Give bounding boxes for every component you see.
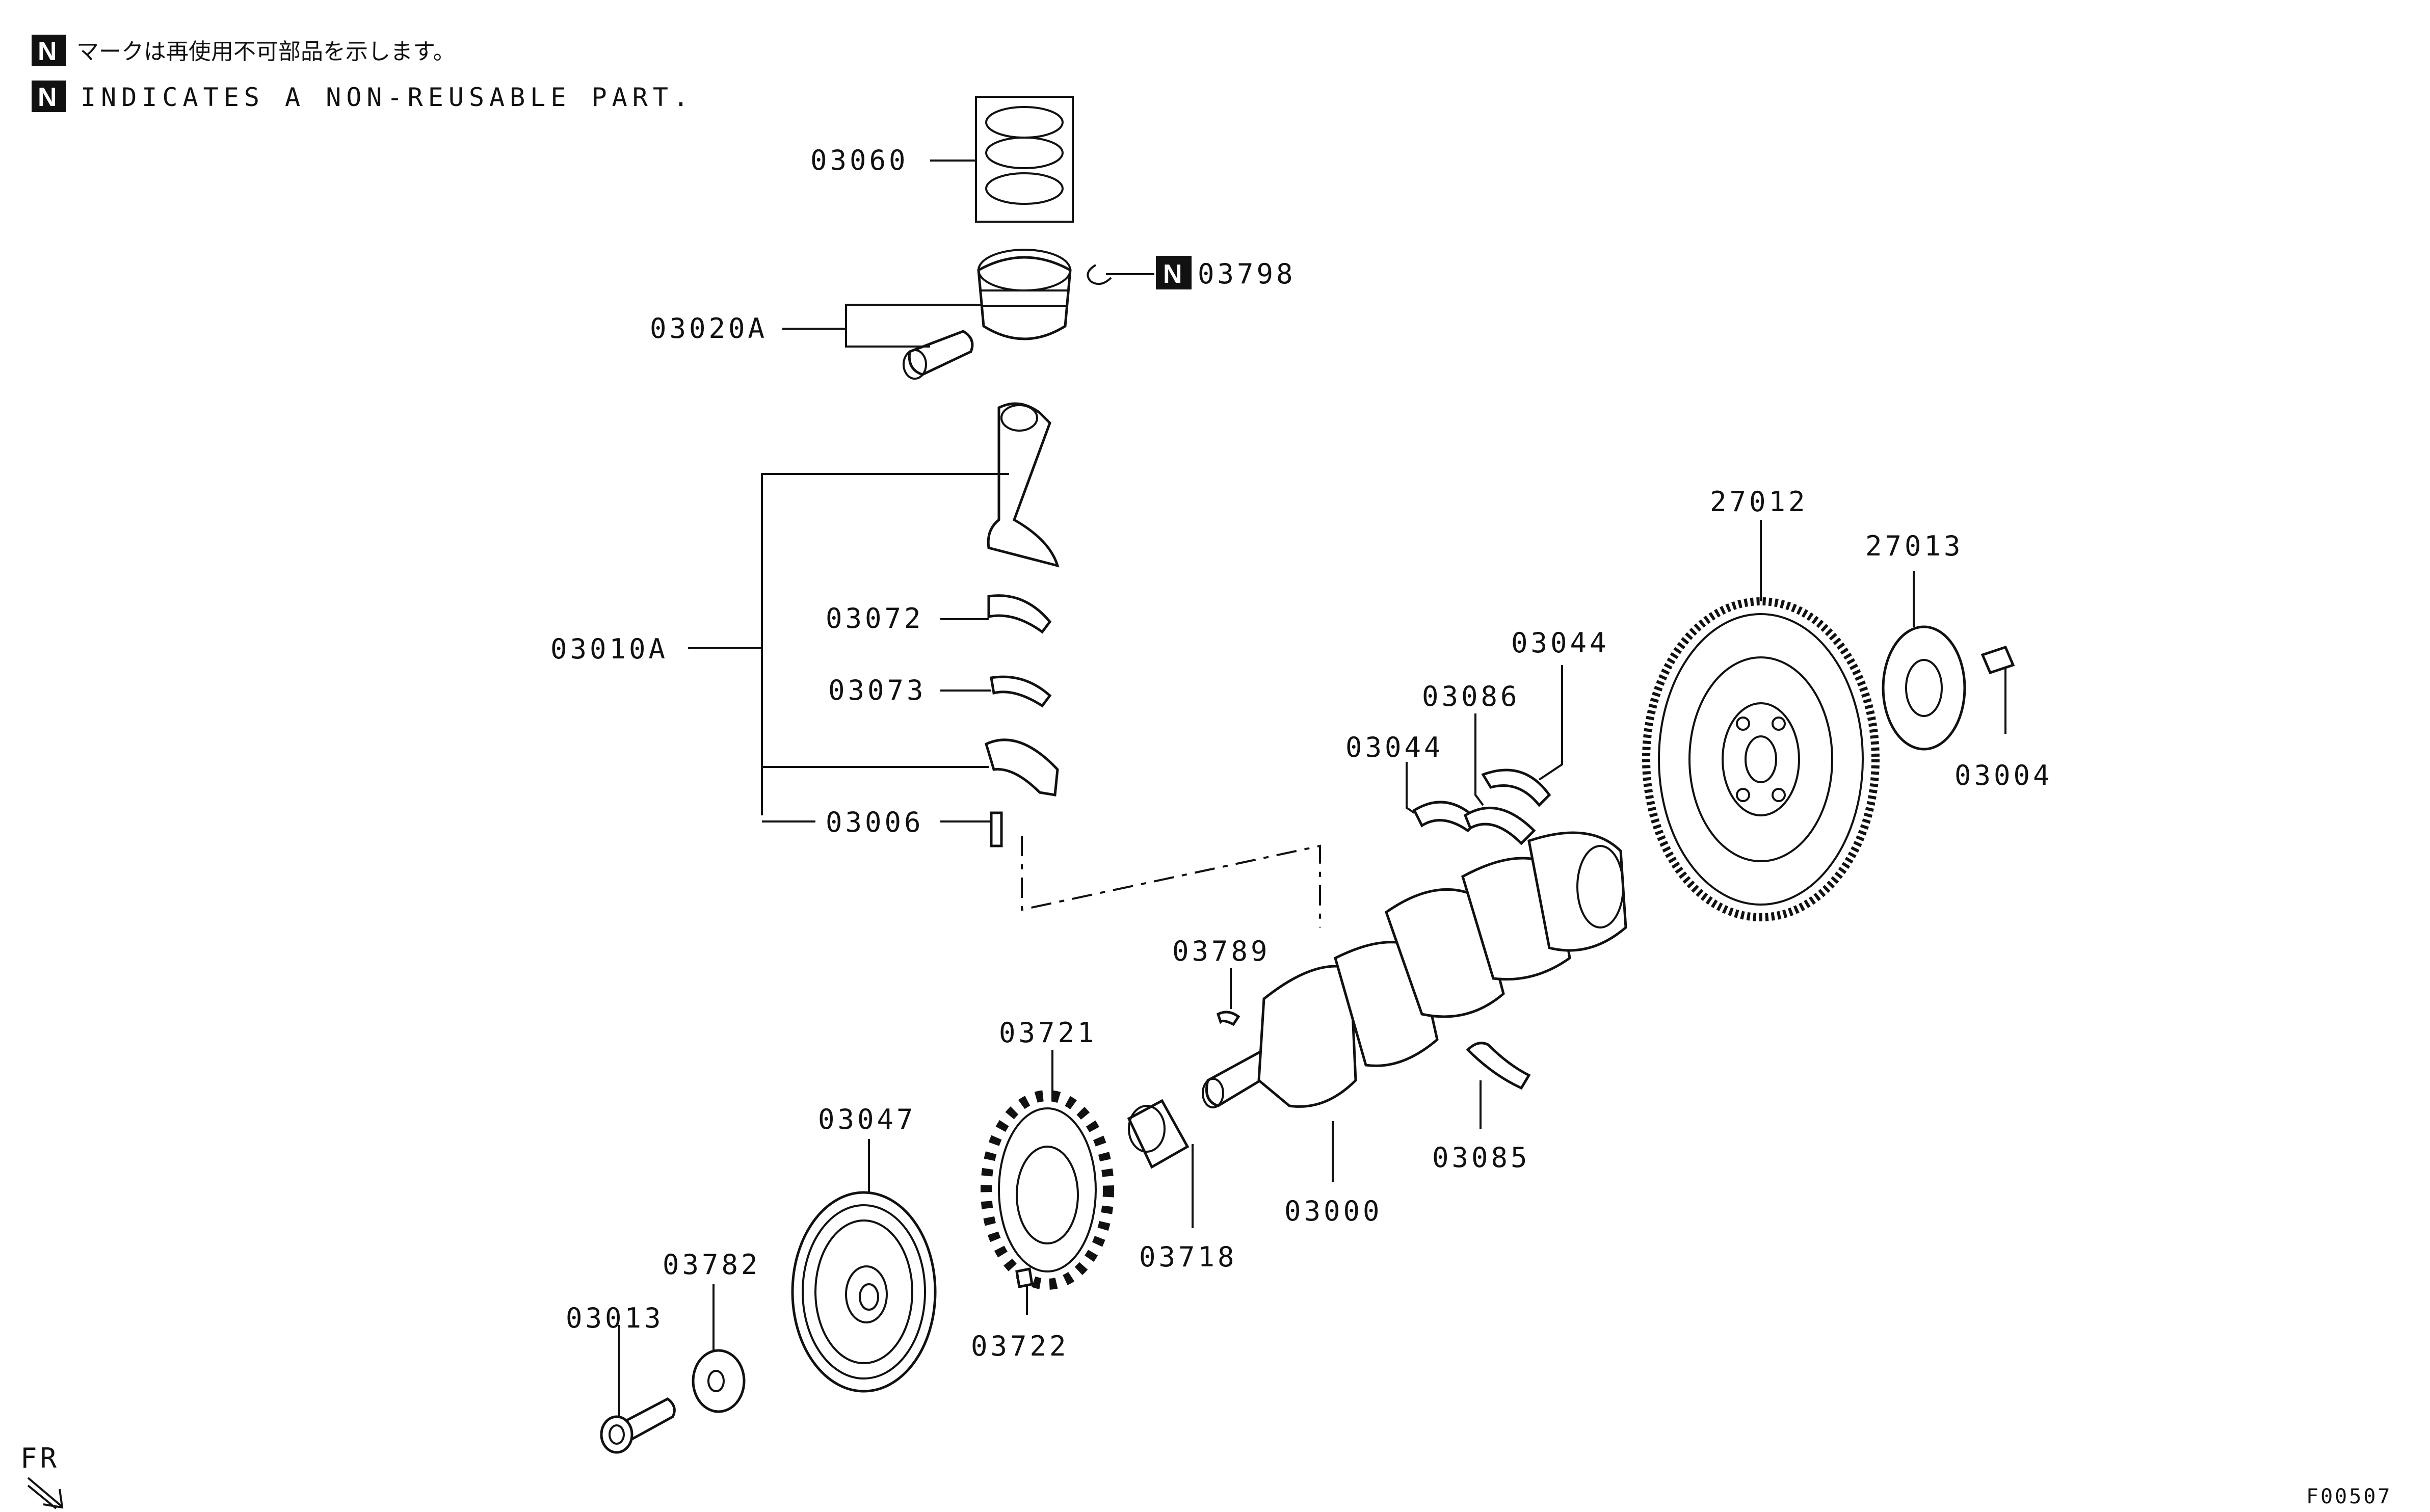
snap-ring-group[interactable]: N 03798 bbox=[1087, 256, 1296, 290]
legend-note-en: INDICATES A NON-REUSABLE PART. bbox=[81, 83, 694, 112]
legend-note-jp: マークは再使用不可部品を示します。 bbox=[76, 39, 456, 65]
label-03044-left: 03044 bbox=[1345, 731, 1444, 763]
legend-n-symbol-jp: N bbox=[38, 37, 57, 66]
legend: N マークは再使用不可部品を示します。 N INDICATES A NON-RE… bbox=[32, 35, 694, 112]
connecting-rod-group[interactable]: 03010A 03072 03073 03006 bbox=[550, 402, 1060, 847]
label-27012: 27012 bbox=[1710, 486, 1808, 518]
nonreusable-03798-symbol: N bbox=[1163, 259, 1182, 289]
label-03006: 03006 bbox=[826, 806, 924, 838]
pulley-group[interactable]: 03047 bbox=[791, 1103, 937, 1393]
label-03086: 03086 bbox=[1422, 680, 1520, 712]
washer-group[interactable]: 03782 bbox=[663, 1249, 761, 1413]
thrust-bearings-group[interactable]: 03044 03086 03044 bbox=[1345, 627, 1609, 845]
bushing-group[interactable]: 03718 bbox=[1127, 1099, 1237, 1273]
label-03073: 03073 bbox=[828, 674, 927, 706]
main-bearing-lower-group[interactable]: 03085 bbox=[1432, 1042, 1531, 1174]
label-03722: 03722 bbox=[971, 1330, 1069, 1362]
piston-group[interactable]: 03020A bbox=[650, 249, 1072, 380]
label-03010A: 03010A bbox=[550, 633, 668, 665]
label-03721: 03721 bbox=[999, 1017, 1097, 1049]
label-03718: 03718 bbox=[1139, 1241, 1237, 1273]
key-group[interactable]: 03789 bbox=[1172, 935, 1271, 1026]
label-03000: 03000 bbox=[1284, 1195, 1383, 1227]
label-27013: 27013 bbox=[1865, 530, 1964, 562]
label-03044-right: 03044 bbox=[1511, 627, 1609, 659]
label-03004: 03004 bbox=[1954, 759, 2053, 791]
crank-bolt-group[interactable]: 03013 bbox=[566, 1302, 676, 1454]
figure-id: F00507 bbox=[2306, 1485, 2392, 1508]
adapter-plate-group[interactable]: 27013 03004 bbox=[1865, 530, 2053, 791]
front-direction-indicator: FR bbox=[20, 1442, 64, 1509]
label-03060: 03060 bbox=[810, 144, 909, 176]
arrow-icon bbox=[27, 1477, 64, 1509]
label-03072: 03072 bbox=[826, 602, 924, 634]
label-03782: 03782 bbox=[663, 1249, 761, 1281]
crankshaft-group[interactable]: 03000 bbox=[1202, 831, 1627, 1227]
label-03013: 03013 bbox=[566, 1302, 664, 1334]
flywheel-group[interactable]: 27012 bbox=[1642, 486, 1880, 921]
direction-label: FR bbox=[20, 1442, 60, 1474]
legend-n-symbol-en: N bbox=[38, 83, 57, 112]
label-03798: 03798 bbox=[1198, 258, 1296, 290]
label-03085: 03085 bbox=[1432, 1142, 1530, 1174]
sprocket-group[interactable]: 03721 03722 bbox=[971, 1017, 1114, 1362]
label-03047: 03047 bbox=[818, 1103, 916, 1135]
reference-dashed-line bbox=[1021, 836, 1321, 927]
label-03020A: 03020A bbox=[650, 312, 768, 344]
label-03789: 03789 bbox=[1172, 935, 1271, 967]
piston-rings-group[interactable]: 03060 bbox=[810, 96, 1074, 223]
